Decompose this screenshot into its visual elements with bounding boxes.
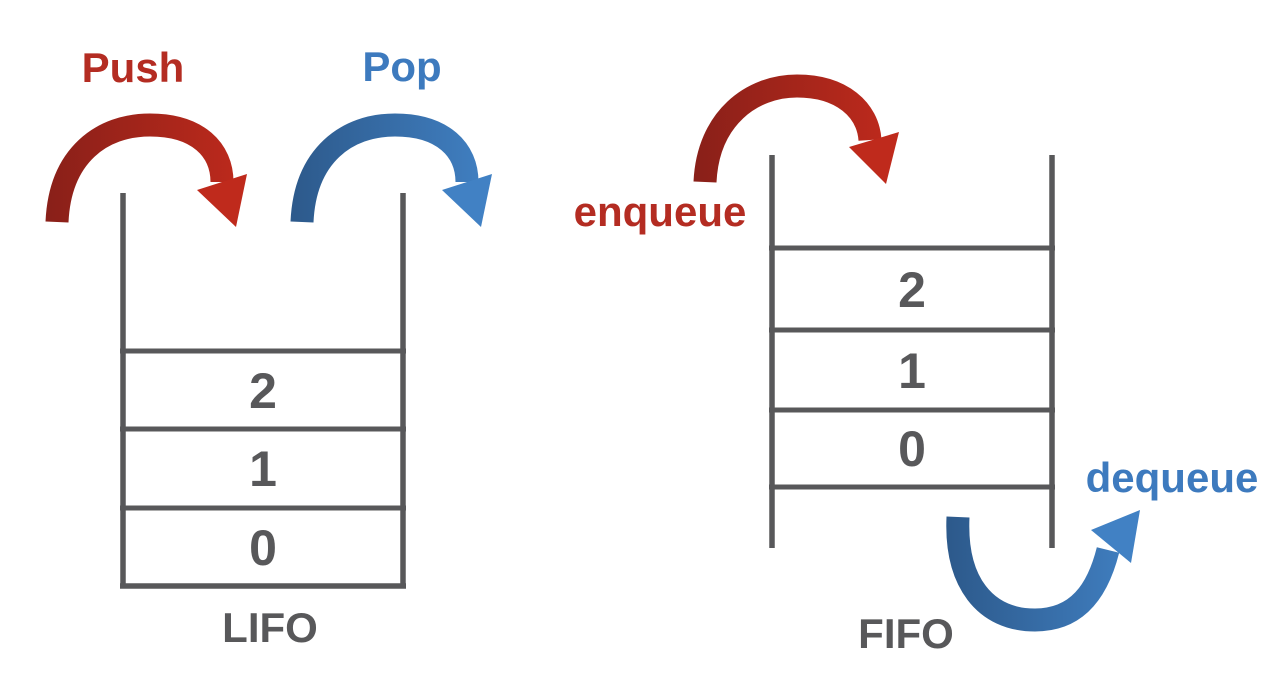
stack-item-1: 1 xyxy=(249,441,277,497)
stack-diagram: 2 1 0 Push Pop LIFO xyxy=(45,43,492,651)
dequeue-label-group: dequeue xyxy=(1086,454,1259,501)
lifo-label: LIFO xyxy=(222,604,318,651)
dequeue-label: dequeue xyxy=(1086,454,1259,501)
enqueue-label-group: enqueue xyxy=(574,188,747,235)
push-label-group: Push xyxy=(82,44,185,91)
pop-arrow xyxy=(290,113,492,227)
dequeue-arrow-body xyxy=(946,516,1120,632)
fifo-label: FIFO xyxy=(858,610,954,657)
queue-container xyxy=(769,155,1055,548)
push-arrowhead-icon xyxy=(197,174,247,227)
pop-arrowhead-icon xyxy=(442,174,492,227)
enqueue-arrowhead-icon xyxy=(849,132,899,184)
stack-item-0: 0 xyxy=(249,520,277,576)
dequeue-arrow xyxy=(946,510,1140,632)
push-label: Push xyxy=(82,44,185,91)
enqueue-arrow xyxy=(693,74,899,184)
stack-values: 2 1 0 xyxy=(249,363,277,576)
fifo-label-group: FIFO xyxy=(858,610,954,657)
enqueue-arrow-body xyxy=(693,74,882,183)
queue-item-1: 1 xyxy=(898,343,926,399)
pop-label: Pop xyxy=(362,43,441,90)
lifo-label-group: LIFO xyxy=(222,604,318,651)
queue-item-0: 0 xyxy=(898,421,926,477)
pop-label-group: Pop xyxy=(362,43,441,90)
stack-item-2: 2 xyxy=(249,363,277,419)
enqueue-label: enqueue xyxy=(574,188,747,235)
push-arrow xyxy=(45,113,247,227)
pop-arrow-body xyxy=(290,113,479,223)
queue-item-2: 2 xyxy=(898,262,926,318)
stack-container xyxy=(120,193,406,589)
queue-values: 2 1 0 xyxy=(898,262,926,477)
queue-diagram: 2 1 0 enqueue dequeue FIFO xyxy=(574,74,1259,657)
push-arrow-body xyxy=(45,113,234,223)
dequeue-arrowhead-icon xyxy=(1091,510,1140,563)
